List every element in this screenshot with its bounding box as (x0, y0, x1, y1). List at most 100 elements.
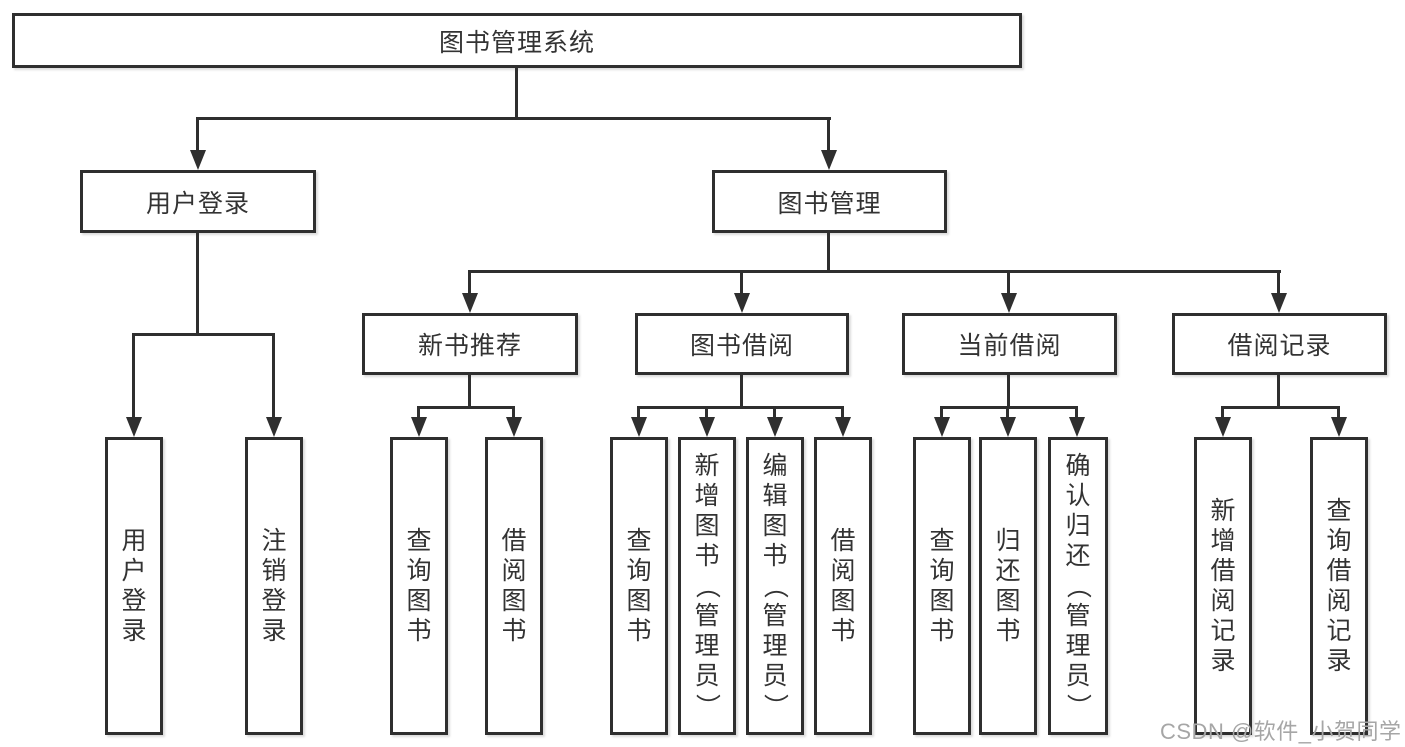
vertical-char: 询 (626, 557, 652, 585)
arrow-down-icon (462, 293, 478, 313)
node-library-management-system: 图书管理系统 (12, 13, 1022, 68)
vertical-char: 还 (995, 557, 1021, 585)
connector-segment (196, 117, 199, 152)
node-label: 图书管理系统 (438, 28, 595, 57)
connector-segment (1007, 270, 1010, 295)
vertical-char: 增 (694, 482, 720, 510)
leaf-logout: 注销登录 (245, 437, 303, 735)
vertical-char: 员 (762, 662, 788, 690)
arrow-down-icon (734, 293, 750, 313)
vertical-char: 归 (995, 527, 1021, 555)
vertical-char: 图 (762, 512, 788, 540)
node-book-borrow: 图书借阅 (635, 313, 849, 375)
node-label: 新书推荐 (417, 332, 522, 360)
vertical-char: 理 (1065, 632, 1091, 660)
connector-segment (1221, 406, 1224, 419)
connector-segment (1337, 406, 1340, 419)
vertical-char: 询 (1326, 527, 1352, 555)
vertical-char: 注 (261, 527, 287, 555)
vertical-char: 理 (694, 632, 720, 660)
node-book-management: 图书管理 (712, 170, 947, 233)
connector-segment (1006, 406, 1009, 419)
arrow-down-icon (835, 417, 851, 437)
leaf-borrow-book-recommend: 借阅图书 (485, 437, 543, 735)
vertical-char: 书 (406, 617, 432, 645)
vertical-char: 理 (762, 632, 788, 660)
connector-segment (773, 406, 776, 419)
vertical-char: 借 (1210, 557, 1236, 585)
node-label: 图书管理 (777, 189, 882, 218)
connector-segment (468, 270, 1281, 273)
vertical-char: （ (761, 573, 789, 599)
vertical-char: 增 (1210, 527, 1236, 555)
node-label: 图书借阅 (689, 332, 794, 360)
connector-segment (512, 406, 515, 419)
node-label: 借阅记录 (1227, 332, 1332, 360)
vertical-char: 书 (501, 617, 527, 645)
connector-segment (468, 375, 471, 409)
node-label: 当前借阅 (957, 332, 1062, 360)
node-new-book-recommend: 新书推荐 (362, 313, 578, 375)
leaf-edit-book-admin: 编辑图书 （ 管理员 ） (746, 437, 804, 735)
vertical-char: 录 (1326, 647, 1352, 675)
vertical-char: 书 (762, 542, 788, 570)
vertical-char: 录 (121, 617, 147, 645)
vertical-char: ） (761, 693, 789, 719)
leaf-query-book-borrow: 查询图书 (610, 437, 668, 735)
connector-segment (468, 270, 471, 295)
connector-segment (637, 406, 640, 419)
vertical-char: 辑 (762, 482, 788, 510)
connector-segment (196, 233, 199, 336)
vertical-char: 编 (762, 452, 788, 480)
vertical-char: 新 (694, 452, 720, 480)
vertical-char: 认 (1065, 482, 1091, 510)
connector-segment (841, 406, 844, 419)
vertical-char: 归 (1065, 512, 1091, 540)
vertical-char: 户 (121, 557, 147, 585)
connector-segment (827, 117, 830, 152)
leaf-query-borrow-record: 查询借阅记录 (1310, 437, 1368, 735)
vertical-char: 图 (694, 512, 720, 540)
vertical-char: 确 (1065, 452, 1091, 480)
vertical-char: 图 (929, 587, 955, 615)
connector-segment (1221, 406, 1340, 409)
connector-segment (740, 375, 743, 409)
vertical-char: 图 (995, 587, 1021, 615)
node-label: 用户登录 (145, 189, 250, 218)
vertical-char: 书 (626, 617, 652, 645)
vertical-char: 管 (762, 602, 788, 630)
vertical-char: （ (693, 573, 721, 599)
arrow-down-icon (411, 417, 427, 437)
arrow-down-icon (821, 150, 837, 170)
vertical-char: 书 (929, 617, 955, 645)
vertical-char: 图 (830, 587, 856, 615)
leaf-borrow-book: 借阅图书 (814, 437, 872, 735)
arrow-down-icon (190, 150, 206, 170)
leaf-add-book-admin: 新增图书（管理员） (678, 437, 736, 735)
arrow-down-icon (1069, 417, 1085, 437)
connector-segment (1277, 375, 1280, 409)
connector-segment (940, 406, 1078, 409)
vertical-char: 记 (1210, 617, 1236, 645)
vertical-char: ） (693, 693, 721, 719)
connector-segment (740, 270, 743, 295)
leaf-user-login: 用户登录 (105, 437, 163, 735)
arrow-down-icon (767, 417, 783, 437)
connector-segment (417, 406, 515, 409)
vertical-char: 管 (694, 602, 720, 630)
vertical-char: （ (1064, 573, 1092, 599)
vertical-char: 图 (406, 587, 432, 615)
vertical-char: 询 (406, 557, 432, 585)
vertical-char: 图 (501, 587, 527, 615)
connector-segment (132, 333, 275, 336)
connector-segment (515, 68, 518, 120)
arrow-down-icon (1001, 293, 1017, 313)
arrow-down-icon (1331, 417, 1347, 437)
arrow-down-icon (699, 417, 715, 437)
connector-segment (1007, 375, 1010, 409)
vertical-char: 阅 (501, 557, 527, 585)
connector-segment (637, 406, 844, 409)
vertical-char: 借 (830, 527, 856, 555)
connector-segment (827, 233, 830, 273)
vertical-char: 用 (121, 527, 147, 555)
